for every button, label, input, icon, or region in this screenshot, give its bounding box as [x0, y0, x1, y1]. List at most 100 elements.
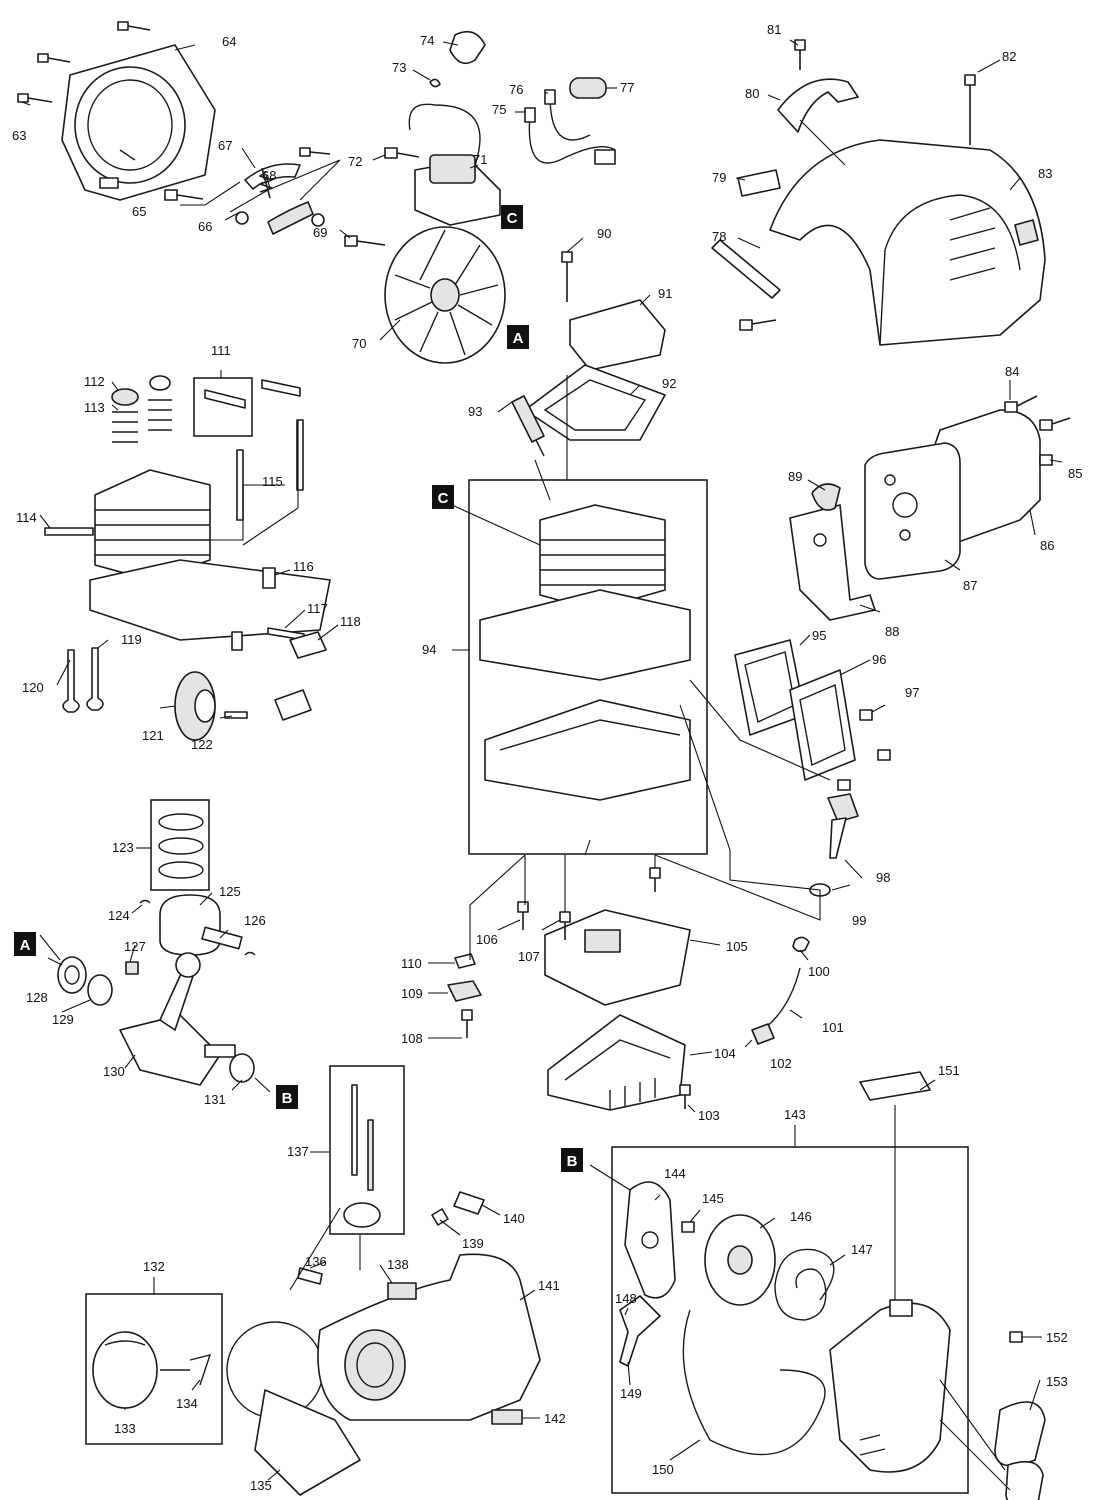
- part-number-130: 130: [103, 1064, 125, 1079]
- part-number-85: 85: [1068, 466, 1082, 481]
- part-number-116: 116: [293, 559, 314, 574]
- part-number-84: 84: [1005, 364, 1019, 379]
- reference-tag-c-coil: C: [501, 205, 523, 229]
- oil-filler-drawing: [751, 793, 859, 1045]
- part-number-141: 141: [538, 1278, 560, 1293]
- part-number-121: 121: [142, 728, 164, 743]
- part-number-128: 128: [26, 990, 48, 1005]
- ignition-coil-drawing: [384, 30, 501, 226]
- part-number-126: 126: [244, 913, 266, 928]
- part-number-140: 140: [503, 1211, 525, 1226]
- housing-screws-drawing: [17, 21, 151, 103]
- part-number-87: 87: [963, 578, 977, 593]
- part-number-132: 132: [143, 1259, 165, 1274]
- part-number-73: 73: [392, 60, 406, 75]
- part-number-151: 151: [938, 1063, 960, 1078]
- part-number-152: 152: [1046, 1330, 1068, 1345]
- reference-tag-b-crankshaft: B: [276, 1085, 298, 1109]
- part-number-64: 64: [222, 34, 236, 49]
- part-number-72: 72: [348, 154, 362, 169]
- part-number-71: 71: [473, 152, 487, 167]
- reference-tags: A A B B C C: [14, 205, 583, 1172]
- part-number-119: 119: [121, 632, 142, 647]
- reference-tag-a-crankshaft: A: [14, 932, 36, 956]
- frame-111: [193, 377, 253, 437]
- part-number-153: 153: [1046, 1374, 1068, 1389]
- part-number-107: 107: [518, 949, 540, 964]
- part-number-callouts: 63 64 65 66 67 68 69 70 71 72 73 74 75 7…: [12, 22, 1082, 1493]
- part-number-98: 98: [876, 870, 890, 885]
- part-number-92: 92: [662, 376, 676, 391]
- part-number-97: 97: [905, 685, 919, 700]
- reference-tag-c-cylinder: C: [432, 485, 454, 509]
- part-number-142: 142: [544, 1411, 566, 1426]
- part-number-94: 94: [422, 642, 436, 657]
- part-number-133: 133: [114, 1421, 136, 1436]
- part-number-101: 101: [822, 1020, 844, 1035]
- rocker-cover-drawing: [511, 251, 666, 457]
- part-number-136: 136: [305, 1254, 327, 1269]
- part-number-78: 78: [712, 229, 726, 244]
- reference-tag-b-starter: B: [561, 1148, 583, 1172]
- reference-tag-label: C: [507, 210, 518, 227]
- part-number-80: 80: [745, 86, 759, 101]
- oil-pan-drawing: [447, 867, 691, 1111]
- engine-cover-drawing: [711, 39, 1046, 346]
- frame-143: [611, 1146, 969, 1494]
- flywheel-drawing: [344, 226, 506, 364]
- recoil-starter-drawing: [619, 1071, 1046, 1500]
- part-number-95: 95: [812, 628, 826, 643]
- leader-lines: [21, 39, 1063, 1491]
- part-number-91: 91: [658, 286, 672, 301]
- part-number-89: 89: [788, 469, 802, 484]
- part-number-103: 103: [698, 1108, 720, 1123]
- part-number-144: 144: [664, 1166, 686, 1181]
- assembly-frames: [85, 377, 969, 1494]
- intake-gasket-drawing: [734, 639, 891, 791]
- part-number-114: 114: [16, 510, 37, 525]
- part-number-75: 75: [492, 102, 506, 117]
- part-number-123: 123: [112, 840, 134, 855]
- part-number-113: 113: [84, 400, 105, 415]
- part-number-127: 127: [124, 939, 146, 954]
- part-number-137: 137: [287, 1144, 309, 1159]
- part-number-86: 86: [1040, 538, 1054, 553]
- part-number-83: 83: [1038, 166, 1052, 181]
- part-number-145: 145: [702, 1191, 724, 1206]
- part-number-148: 148: [615, 1291, 637, 1306]
- part-number-100: 100: [808, 964, 830, 979]
- reference-tag-label: C: [438, 490, 449, 507]
- fan-housing-drawing: [61, 44, 216, 201]
- part-number-106: 106: [476, 932, 498, 947]
- reference-tag-label: A: [513, 330, 524, 347]
- part-number-77: 77: [620, 80, 634, 95]
- muffler-drawing: [789, 395, 1071, 621]
- switch-wire-drawing: [524, 77, 616, 165]
- part-number-79: 79: [712, 170, 726, 185]
- reference-tag-label: B: [567, 1153, 578, 1170]
- part-number-115: 115: [262, 474, 283, 489]
- part-number-138: 138: [387, 1257, 409, 1272]
- part-number-150: 150: [652, 1462, 674, 1477]
- part-number-74: 74: [420, 33, 434, 48]
- part-number-81: 81: [767, 22, 781, 37]
- frame-94: [468, 479, 708, 855]
- crankshaft-drawing: [57, 813, 256, 1086]
- part-number-76: 76: [509, 82, 523, 97]
- part-number-104: 104: [714, 1046, 736, 1061]
- part-number-120: 120: [22, 680, 44, 695]
- part-number-124: 124: [108, 908, 130, 923]
- fuel-tank-drawing: [92, 1084, 541, 1496]
- part-drawings: [17, 21, 1071, 1500]
- frame-123: [150, 799, 210, 891]
- part-number-88: 88: [885, 624, 899, 639]
- part-number-139: 139: [462, 1236, 484, 1251]
- part-number-118: 118: [340, 614, 361, 629]
- part-number-125: 125: [219, 884, 241, 899]
- part-number-110: 110: [401, 956, 422, 971]
- part-number-82: 82: [1002, 49, 1016, 64]
- part-number-67: 67: [218, 138, 232, 153]
- frame-137: [329, 1065, 405, 1235]
- cylinder-head-drawing: [44, 375, 331, 741]
- part-number-96: 96: [872, 652, 886, 667]
